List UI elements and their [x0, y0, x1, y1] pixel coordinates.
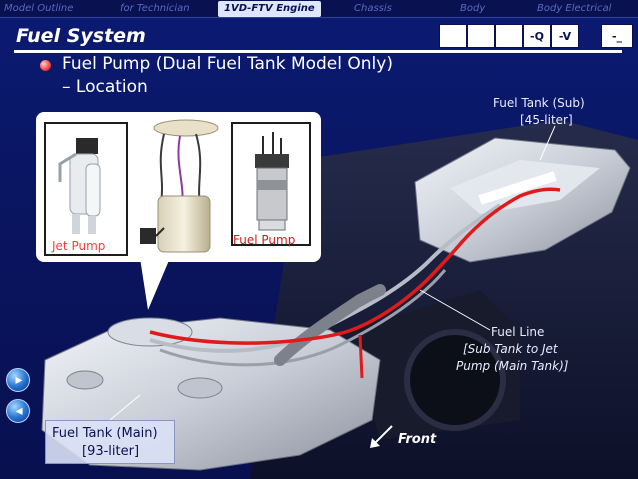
top-nav: Model Outline for Technician 1VD-FTV Eng… [0, 0, 638, 18]
nav-button-empty-2[interactable] [467, 24, 495, 48]
callout-panel [36, 112, 321, 262]
title-bar: Fuel System -Q -V -_ [6, 22, 634, 53]
fuel-pump-assembly-picture [140, 119, 219, 253]
leader-sub-tank [539, 125, 556, 161]
tab-body-electrical[interactable]: Body Electrical [537, 3, 612, 14]
jet-pump-picture [58, 138, 101, 234]
title-underline [14, 50, 622, 53]
fuel-line-desc-2: Pump (Main Tank)] [456, 359, 569, 373]
sub-tank-strap [478, 171, 557, 205]
tab-1vd-ftv-engine[interactable]: 1VD-FTV Engine [218, 1, 321, 17]
tab-body[interactable]: Body [460, 3, 486, 14]
jet-pump-photo [44, 122, 128, 256]
fuel-line-label: Fuel Line [491, 325, 545, 339]
front-label: Front [398, 432, 437, 447]
jet-pump-label: Jet Pump [52, 239, 106, 253]
section-heading: Fuel Pump (Dual Fuel Tank Model Only) [62, 54, 393, 74]
filler-neck [274, 284, 386, 366]
main-tank-port [177, 377, 223, 399]
fuel-pump-label: Fuel Pump [233, 233, 296, 247]
play-back-icon[interactable]: ◂ [6, 399, 30, 423]
fuel-line-desc-1: [Sub Tank to Jet [463, 342, 558, 356]
vent-line [159, 269, 447, 367]
return-line [149, 203, 502, 353]
nav-button-v[interactable]: -V [551, 24, 579, 48]
fuel-pump-picture [255, 132, 289, 231]
fuel-line-red-drop [358, 334, 364, 379]
nav-button-empty-3[interactable] [495, 24, 523, 48]
sub-tank-label: Fuel Tank (Sub) [493, 96, 585, 110]
tab-model-outline[interactable]: Model Outline [4, 3, 74, 14]
nav-button-q[interactable]: -Q [523, 24, 551, 48]
play-forward-icon[interactable]: ▸ [6, 368, 30, 392]
fuel-line-red [149, 187, 561, 345]
callout-pointer [140, 258, 170, 310]
main-tank-label-box: Fuel Tank (Main) [93-liter] [45, 420, 175, 464]
tab-chassis[interactable]: Chassis [354, 3, 392, 14]
nav-button-empty-1[interactable] [439, 24, 467, 48]
section-subheading: – Location [62, 77, 148, 97]
main-tank-label: Fuel Tank (Main) [52, 426, 158, 441]
slide-nav-buttons: -Q -V -_ [439, 24, 633, 48]
front-arrow-head [370, 438, 380, 448]
wheel [404, 329, 506, 431]
leader-main-tank [109, 394, 141, 421]
leader-fuel-line [419, 289, 491, 331]
sub-tank-capacity: [45-liter] [520, 113, 573, 127]
fuel-pump-photo [231, 122, 311, 246]
main-tank-capacity: [93-liter] [82, 444, 140, 459]
main-tank-port-2 [66, 370, 104, 390]
nav-button-minus[interactable]: -_ [601, 24, 633, 48]
tab-for-technician[interactable]: for Technician [120, 3, 190, 14]
bullet-icon [40, 60, 51, 71]
page-title: Fuel System [16, 25, 146, 47]
